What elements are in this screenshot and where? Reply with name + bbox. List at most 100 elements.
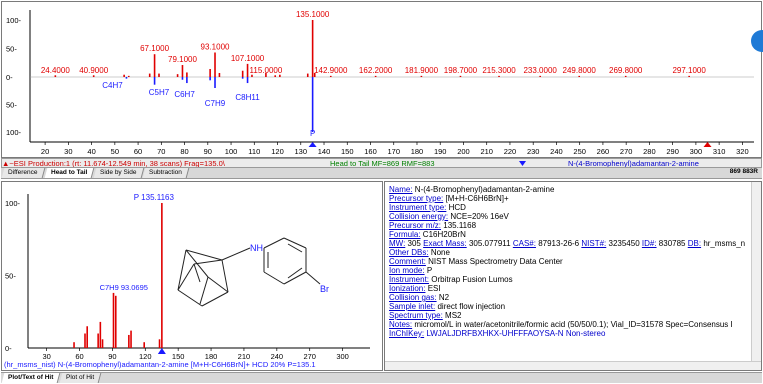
tab-plot-text-of-hit[interactable]: Plot/Text of Hit bbox=[1, 373, 61, 383]
y-tick-label: 50- bbox=[5, 272, 16, 281]
x-tick-label: 300 bbox=[336, 352, 349, 361]
bond-line bbox=[199, 276, 209, 305]
info-horizontal-scrollbar[interactable] bbox=[385, 361, 761, 370]
br-label: Br bbox=[320, 284, 329, 294]
x-tick-label: 290 bbox=[666, 147, 679, 156]
status-score: 869 883R bbox=[729, 168, 758, 175]
down-peak-label: C4H7 bbox=[102, 81, 123, 90]
bond-line bbox=[177, 249, 187, 291]
bond-line bbox=[177, 289, 203, 307]
up-peak-label: 24.4000 bbox=[41, 66, 70, 75]
y-tick-label: 50- bbox=[6, 45, 17, 54]
info-name: Name: N-(4-Bromophenyl)adamantan-2-amine bbox=[389, 185, 555, 194]
x-tick-label: 180 bbox=[205, 352, 218, 361]
info-spectrum-type: Spectrum type: MS2 bbox=[389, 311, 462, 320]
info-mw-line: MW: 305 Exact Mass: 305.077911 CAS#: 879… bbox=[389, 239, 746, 248]
x-tick-label: 60 bbox=[75, 352, 83, 361]
y-tick-label: 0- bbox=[6, 73, 13, 82]
bond-line bbox=[283, 271, 307, 285]
info-instrument: Instrument: Orbitrap Fusion Lumos bbox=[389, 275, 513, 284]
tab-difference[interactable]: Difference bbox=[1, 168, 45, 178]
x-tick-label: 90 bbox=[204, 147, 212, 156]
bond-line bbox=[263, 237, 285, 249]
bond-line bbox=[305, 271, 321, 285]
bond-line bbox=[193, 259, 223, 265]
x-tick-label: 180 bbox=[411, 147, 424, 156]
up-peak-label: 67.1000 bbox=[140, 44, 169, 53]
x-tick-label: 280 bbox=[643, 147, 656, 156]
info-other-dbs: Other DBs: None bbox=[389, 248, 450, 257]
down-peak-label: P bbox=[310, 129, 315, 138]
up-peak-label: 249.8000 bbox=[563, 66, 597, 75]
down-peak-label: C7H9 bbox=[205, 99, 226, 108]
x-tick-label: 120 bbox=[139, 352, 152, 361]
compound-info-panel[interactable]: Name: N-(4-Bromophenyl)adamantan-2-amine… bbox=[384, 181, 762, 371]
bond-line bbox=[207, 276, 229, 293]
tab-subtraction[interactable]: Subtraction bbox=[143, 168, 190, 178]
x-tick-label: 30 bbox=[64, 147, 72, 156]
bond-line bbox=[185, 249, 223, 261]
bond-line bbox=[287, 267, 303, 279]
x-tick-label: 240 bbox=[271, 352, 284, 361]
info-precursor-type: Precursor type: [M+H-C6H6BrN]+ bbox=[389, 194, 509, 203]
tab-side-by-side[interactable]: Side by Side bbox=[93, 168, 144, 178]
x-tick-label: 230 bbox=[527, 147, 540, 156]
precursor-marker-icon bbox=[308, 142, 317, 147]
x-tick-label: 110 bbox=[248, 147, 260, 156]
up-peak-label: 115.0000 bbox=[250, 66, 283, 75]
info-notes: Notes: micromol/L in water/acetonitrile/… bbox=[389, 320, 733, 329]
up-peak-label: 215.3000 bbox=[482, 66, 516, 75]
x-tick-label: 160 bbox=[364, 147, 377, 156]
nh-label: NH bbox=[250, 243, 263, 253]
x-tick-label: 310 bbox=[713, 147, 726, 156]
info-collision-gas: Collision gas: N2 bbox=[389, 293, 450, 302]
y-tick-label: 100- bbox=[5, 199, 21, 208]
top-status-bar: ▲~ESI Production:1 (rt: 11.674-12.549 mi… bbox=[1, 158, 762, 168]
x-tick-label: 150 bbox=[172, 352, 185, 361]
status-mid: Head to Tail MF=869 RMF=883 bbox=[330, 159, 435, 168]
x-tick-label: 210 bbox=[238, 352, 251, 361]
x-tick-label: 190 bbox=[434, 147, 447, 156]
up-peak-label: 297.1000 bbox=[672, 66, 706, 75]
x-tick-label: 40 bbox=[87, 147, 95, 156]
info-inchikey: InChIKey: LWJALJDRFBXHKX-UHFFFAOYSA-N No… bbox=[389, 329, 606, 338]
info-sample-inlet: Sample inlet: direct flow injection bbox=[389, 302, 506, 311]
peak-label-c7h9: C7H9 93.0695 bbox=[100, 283, 148, 292]
y-tick-label: 0- bbox=[5, 344, 12, 353]
x-tick-label: 300 bbox=[690, 147, 703, 156]
bond-line bbox=[177, 263, 195, 291]
tab-head-to-tail[interactable]: Head to Tail bbox=[44, 168, 95, 178]
x-tick-label: 220 bbox=[504, 147, 517, 156]
up-peak-label: 142.9000 bbox=[314, 66, 348, 75]
x-tick-label: 240 bbox=[550, 147, 563, 156]
up-peak-label: 40.9000 bbox=[79, 66, 108, 75]
info-formula: Formula: C16H20BrN bbox=[389, 230, 466, 239]
bond-line bbox=[221, 247, 251, 261]
x-tick-label: 320 bbox=[736, 147, 749, 156]
info-comment: Comment: NIST Mass Spectrometry Data Cen… bbox=[389, 257, 563, 266]
bond-line bbox=[221, 259, 229, 293]
x-tick-label: 80 bbox=[180, 147, 188, 156]
x-tick-label: 60 bbox=[134, 147, 142, 156]
zoom-button[interactable] bbox=[751, 30, 763, 52]
hit-footer: (hr_msms_nist) N-(4-Bromophenyl)adamanta… bbox=[4, 360, 316, 369]
up-peak-label: 135.1000 bbox=[296, 10, 330, 19]
up-peak-label: 269.8000 bbox=[609, 66, 643, 75]
info-ion-mode: Ion mode: P bbox=[389, 266, 433, 275]
x-tick-label: 70 bbox=[157, 147, 165, 156]
x-tick-label: 170 bbox=[387, 147, 400, 156]
x-tick-label: 20 bbox=[41, 147, 49, 156]
info-collision-energy: Collision energy: NCE=20% 16eV bbox=[389, 212, 509, 221]
info-vertical-scrollbar[interactable] bbox=[751, 182, 761, 370]
x-tick-label: 270 bbox=[620, 147, 633, 156]
up-peak-label: 93.1000 bbox=[201, 42, 230, 51]
dropdown-arrow-icon[interactable] bbox=[518, 159, 528, 167]
x-tick-label: 90 bbox=[108, 352, 116, 361]
tab-plot-of-hit[interactable]: Plot of Hit bbox=[60, 373, 102, 383]
x-tick-label: 200 bbox=[457, 147, 470, 156]
